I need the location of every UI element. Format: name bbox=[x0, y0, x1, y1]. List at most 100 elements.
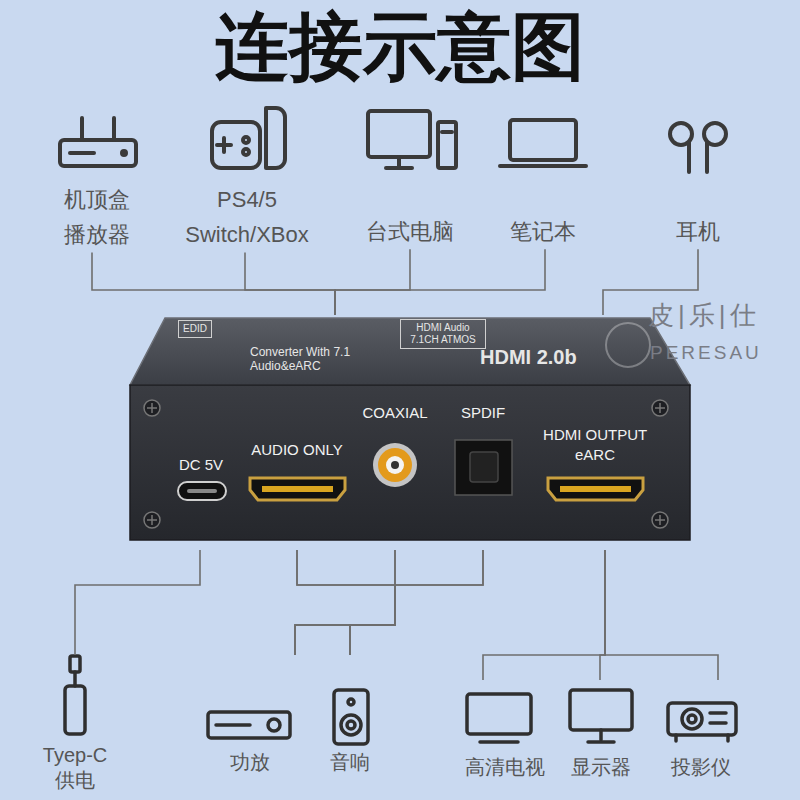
monitor-icon bbox=[570, 690, 632, 730]
rca-jack bbox=[391, 461, 399, 469]
optical-port bbox=[455, 440, 512, 495]
type-c-cable-icon bbox=[73, 672, 77, 686]
desktop-icon bbox=[368, 111, 430, 157]
optical-port bbox=[455, 440, 512, 495]
word: HDMI bbox=[480, 346, 531, 368]
connector-line bbox=[350, 550, 483, 655]
screw bbox=[652, 512, 668, 528]
set-top-box-icon bbox=[80, 118, 84, 140]
set-top-box-icon bbox=[112, 118, 116, 140]
game-console-icon bbox=[243, 137, 249, 143]
node-label: DC 5V bbox=[170, 455, 232, 475]
node-label: 音响 bbox=[310, 749, 390, 775]
node-label: 功放 bbox=[200, 749, 300, 775]
printed-text: Converter With 7.1 Audio&eARC bbox=[250, 345, 354, 374]
word bbox=[442, 322, 444, 333]
word: 7.1 bbox=[333, 345, 350, 359]
source-device: 台式电脑 bbox=[355, 100, 465, 249]
word: DC bbox=[179, 456, 201, 473]
port: HDMI OUTPUT eARC bbox=[533, 425, 657, 550]
type-c-port bbox=[178, 482, 226, 500]
word: PS4/5 bbox=[217, 187, 277, 212]
screw bbox=[144, 400, 668, 528]
word: 台式电脑 bbox=[366, 219, 454, 244]
word: 显示器 bbox=[571, 756, 631, 778]
connector-line bbox=[297, 550, 395, 655]
desktop-icon bbox=[442, 130, 452, 134]
connector-line bbox=[335, 249, 410, 315]
connector-line bbox=[92, 252, 335, 315]
label-holder: 皮|乐|仕 bbox=[648, 300, 760, 331]
text-holder: AUDIO ONLY bbox=[242, 440, 352, 460]
laptop-icon bbox=[500, 164, 586, 168]
converter-housing bbox=[130, 385, 690, 540]
desktop-icon bbox=[438, 122, 456, 168]
type-c-port bbox=[178, 482, 226, 500]
screw bbox=[151, 403, 153, 413]
word: 5V bbox=[205, 456, 223, 473]
speaker-icon bbox=[334, 690, 368, 744]
word: OUTPUT bbox=[586, 426, 647, 443]
converter-housing bbox=[606, 323, 650, 367]
word: HDMI bbox=[416, 322, 442, 333]
word: 笔记本 bbox=[510, 219, 576, 244]
connector-line bbox=[295, 550, 395, 655]
text-holder: PS4/5 Switch/XBox bbox=[177, 182, 317, 252]
projector-icon bbox=[710, 721, 726, 725]
hdmi-port bbox=[250, 478, 643, 500]
rca-jack bbox=[373, 443, 417, 487]
node-label: COAXIAL bbox=[358, 403, 432, 423]
word: ONLY bbox=[303, 441, 343, 458]
word: PERESAU bbox=[650, 342, 762, 363]
word: ATMOS bbox=[441, 334, 476, 345]
node-label: 笔记本 bbox=[493, 214, 593, 249]
word: 连接示意图 bbox=[215, 5, 585, 88]
amplifier-icon bbox=[216, 723, 250, 727]
earbuds-icon bbox=[670, 123, 726, 172]
converter-housing bbox=[130, 318, 690, 540]
word: Audio bbox=[444, 322, 470, 333]
screw bbox=[144, 400, 160, 416]
type-c-cable-icon bbox=[65, 656, 85, 734]
projector-icon bbox=[674, 735, 678, 741]
badge-text: EDID bbox=[183, 323, 207, 335]
converter-box: HDMI 2.0bConverter With 7.1 Audio&eARCHD… bbox=[130, 315, 690, 550]
text-holder: SPDIF bbox=[453, 403, 513, 423]
word: eARC bbox=[575, 446, 615, 463]
word: With bbox=[306, 345, 330, 359]
text-holder: HDMI OUTPUT eARC bbox=[533, 425, 657, 465]
word: COAXIAL bbox=[362, 404, 427, 421]
rca-jack bbox=[373, 443, 417, 487]
node-label: AUDIO ONLY bbox=[242, 440, 352, 460]
text-holder: 台式电脑 bbox=[355, 214, 465, 249]
hdmi-port bbox=[250, 478, 345, 500]
monitor-icon bbox=[570, 690, 632, 742]
output-device: 显示器 bbox=[560, 680, 642, 780]
desktop-icon bbox=[386, 166, 412, 170]
port: SPDIF bbox=[453, 403, 513, 550]
amplifier-icon bbox=[208, 712, 290, 738]
word: AUDIO bbox=[251, 441, 299, 458]
node-label: SPDIF bbox=[453, 403, 513, 423]
connector-line bbox=[295, 550, 395, 655]
output-device: 音响 bbox=[310, 655, 390, 775]
node-label: 耳机 bbox=[658, 214, 738, 249]
label-holder: PERESAU bbox=[650, 342, 762, 365]
word bbox=[303, 345, 306, 359]
node-label: 机顶盒 播放器 bbox=[57, 182, 137, 252]
source-device: 机顶盒 播放器 bbox=[57, 100, 137, 252]
text-holder: 笔记本 bbox=[493, 214, 593, 249]
desktop-icon bbox=[368, 111, 456, 168]
node-label: 显示器 bbox=[560, 754, 642, 780]
source-device: 笔记本 bbox=[493, 100, 593, 249]
word: Audio&eARC bbox=[250, 359, 321, 373]
screw bbox=[144, 512, 160, 528]
connector-line bbox=[245, 252, 335, 315]
screw bbox=[151, 515, 153, 525]
text-holder: 音响 bbox=[310, 749, 390, 775]
word: 机顶盒 bbox=[64, 187, 130, 212]
laptop-icon bbox=[500, 120, 586, 166]
text-holder: COAXIAL bbox=[358, 403, 432, 423]
